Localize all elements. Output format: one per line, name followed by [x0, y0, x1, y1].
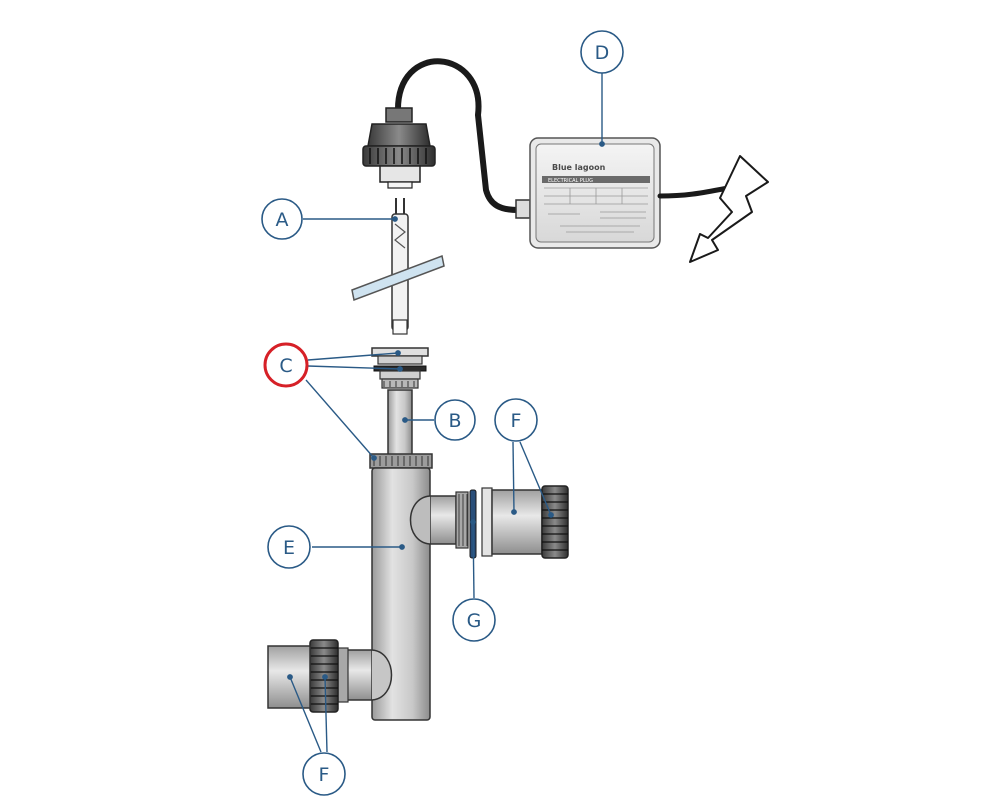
- callout-g: G: [452, 598, 496, 642]
- ballast-connector: [515, 199, 531, 219]
- callout-c-label: C: [279, 355, 292, 377]
- callout-b: B: [434, 399, 476, 441]
- ballast-brand: Blue lagoon: [552, 163, 606, 172]
- callout-e: E: [267, 525, 311, 569]
- callout-c: C: [263, 342, 309, 388]
- lamp-cable: [394, 58, 521, 213]
- callout-a-label: A: [276, 209, 289, 231]
- lamp-cap: [362, 107, 436, 189]
- callout-d: D: [580, 30, 624, 74]
- callout-e-label: E: [283, 537, 295, 559]
- callout-b-label: B: [448, 410, 461, 432]
- inlet-fittings: [267, 639, 349, 713]
- electricity-bolt-icon: [689, 155, 769, 263]
- callout-g-label: G: [467, 610, 482, 632]
- quartz-sleeve: [351, 254, 445, 302]
- callout-f-left: F: [302, 752, 346, 796]
- callout-a: A: [261, 198, 303, 240]
- callout-f-right: F: [494, 398, 538, 442]
- ballast-unit: Blue lagoon ELECTRICAL PLUG: [529, 137, 661, 249]
- callout-f-right-label: F: [511, 410, 522, 432]
- ballast-band-label: ELECTRICAL PLUG: [548, 178, 593, 184]
- outlet-fittings: [455, 485, 569, 559]
- mains-cable: [657, 185, 731, 199]
- quartz-tube: [387, 389, 413, 457]
- leader-lines: [287, 73, 605, 753]
- callout-f-left-label: F: [319, 764, 330, 786]
- main-housing: [345, 453, 457, 721]
- callout-d-label: D: [595, 42, 610, 64]
